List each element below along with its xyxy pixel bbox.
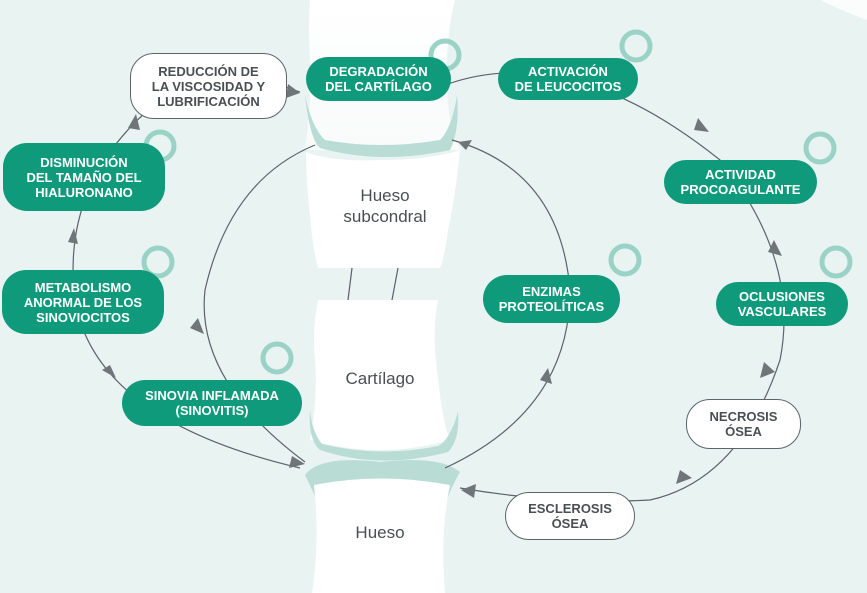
bone-label-cartilage: Cartílago: [345, 369, 415, 388]
node-sinovitis: SINOVIA INFLAMADA (SINOVITIS): [122, 380, 302, 426]
arrow-icon: [694, 118, 709, 132]
arrow-icon: [461, 484, 476, 498]
ring-icon: [803, 131, 837, 165]
ring-icon: [819, 245, 853, 279]
node-procoagulante: ACTIVIDAD PROCOAGULANTE: [664, 160, 817, 204]
node-enzimas: ENZIMAS PROTEOLÍTICAS: [483, 275, 620, 323]
arrow-icon: [128, 114, 140, 130]
node-activacion: ACTIVACIÓN DE LEUCOCITOS: [498, 58, 638, 100]
bone-label-subchondral: Hueso subcondral: [343, 186, 427, 226]
ring-icon: [619, 29, 653, 63]
arrowheads: [68, 84, 782, 498]
node-esclerosis: ESCLEROSIS ÓSEA: [505, 492, 635, 540]
arrow-icon: [102, 365, 116, 378]
corner-decoration: [820, 0, 867, 20]
ring-icon: [141, 245, 175, 279]
node-metabolismo: METABOLISMO ANORMAL DE LOS SINOVIOCITOS: [2, 270, 164, 334]
arrow-icon: [68, 228, 78, 244]
ring-icon: [260, 341, 294, 375]
arrow-icon: [540, 368, 552, 384]
arrow-icon: [289, 456, 305, 468]
node-degradacion: DEGRADACIÓN DEL CARTÍLAGO: [306, 57, 451, 101]
node-viscosidad: REDUCCIÓN DE LA VISCOSIDAD Y LUBRIFICACI…: [130, 53, 287, 119]
bone-label-bone: Hueso: [355, 523, 405, 542]
node-oclusiones: OCLUSIONES VASCULARES: [716, 282, 848, 326]
arrow-icon: [190, 318, 204, 334]
upper-cartilage: [305, 95, 458, 158]
arrow-icon: [768, 240, 782, 256]
arrow-icon: [760, 362, 775, 378]
node-necrosis: NECROSIS ÓSEA: [686, 399, 801, 449]
ring-icons: [141, 29, 853, 375]
arrow-icon: [286, 84, 300, 98]
lower-bone: [312, 478, 450, 593]
subchondral-bone: [306, 150, 460, 268]
ring-icon: [608, 243, 642, 277]
arrow-icon: [458, 140, 472, 150]
node-hialuronano: DISMINUCIÓN DEL TAMAÑO DEL HIALURONANO: [3, 143, 165, 211]
joint-illustration: [305, 0, 462, 593]
arrow-icon: [676, 470, 692, 484]
cartilage-block: [310, 300, 450, 450]
